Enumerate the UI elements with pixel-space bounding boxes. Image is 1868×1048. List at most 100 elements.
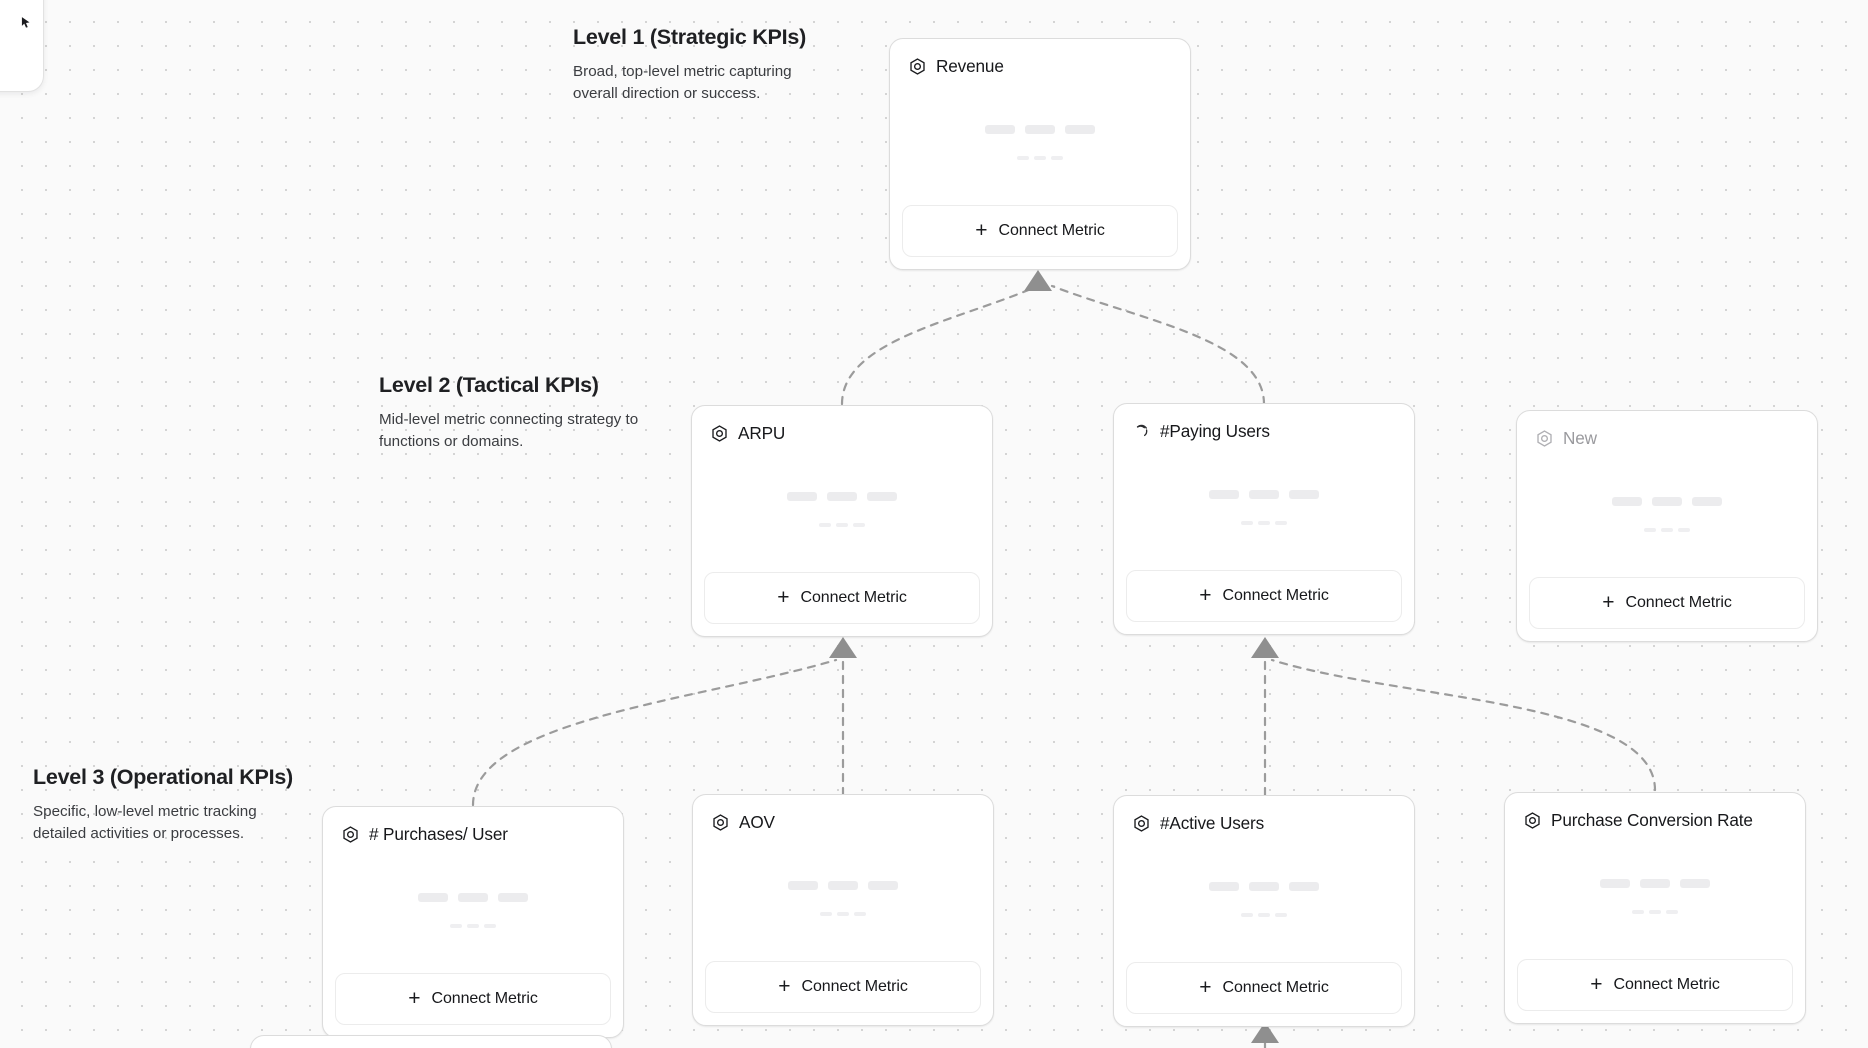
skeleton-bar bbox=[819, 522, 831, 527]
level-2-label-block: Level 2 (Tactical KPIs) Mid-level metric… bbox=[379, 373, 639, 452]
connect-metric-button[interactable]: + Connect Metric bbox=[1126, 962, 1402, 1014]
plus-icon: + bbox=[1602, 590, 1615, 614]
plus-icon: + bbox=[408, 986, 421, 1010]
level-3-label-block: Level 3 (Operational KPIs) Specific, low… bbox=[33, 765, 293, 844]
skeleton-bar bbox=[1289, 881, 1319, 891]
metric-card-new[interactable]: New + Connect Metric bbox=[1516, 410, 1818, 642]
skeleton-bar bbox=[1640, 878, 1670, 888]
connect-metric-button[interactable]: + Connect Metric bbox=[1126, 570, 1402, 622]
card-title: AOV bbox=[739, 812, 775, 832]
card-header: New bbox=[1517, 411, 1817, 449]
connect-metric-label: Connect Metric bbox=[800, 589, 907, 606]
card-skeleton-body bbox=[1505, 831, 1805, 959]
skeleton-bar bbox=[1289, 489, 1319, 499]
skeleton-bar bbox=[467, 923, 479, 928]
skeleton-row-secondary bbox=[820, 911, 866, 916]
skeleton-bar bbox=[1209, 881, 1239, 891]
skeleton-bar bbox=[1275, 520, 1287, 525]
skeleton-bar bbox=[820, 911, 832, 916]
metric-card-aov[interactable]: AOV + Connect Metric bbox=[692, 794, 994, 1026]
skeleton-row-primary bbox=[418, 892, 528, 902]
skeleton-bar bbox=[1249, 489, 1279, 499]
skeleton-bar bbox=[458, 892, 488, 902]
skeleton-bar bbox=[836, 522, 848, 527]
card-header: #Active Users bbox=[1114, 796, 1414, 834]
card-title: Purchase Conversion Rate bbox=[1551, 810, 1753, 830]
plus-icon: + bbox=[1199, 975, 1212, 999]
card-header: #Paying Users bbox=[1114, 404, 1414, 442]
skeleton-row-secondary bbox=[1644, 527, 1690, 532]
connect-metric-label: Connect Metric bbox=[431, 990, 538, 1007]
skeleton-bar bbox=[1249, 881, 1279, 891]
card-skeleton-body bbox=[323, 845, 623, 973]
card-header: ARPU bbox=[692, 406, 992, 444]
connect-metric-button[interactable]: + Connect Metric bbox=[335, 973, 611, 1025]
connect-metric-label: Connect Metric bbox=[998, 222, 1105, 239]
cursor-pointer-icon bbox=[21, 17, 30, 28]
metric-card-partial-offscreen[interactable] bbox=[250, 1035, 612, 1048]
connect-metric-button[interactable]: + Connect Metric bbox=[1517, 959, 1793, 1011]
skeleton-bar bbox=[498, 892, 528, 902]
hexagon-metric-icon bbox=[710, 424, 729, 443]
card-skeleton-body bbox=[1517, 449, 1817, 577]
skeleton-bar bbox=[1612, 496, 1642, 506]
edge-arpu-to-revenue bbox=[840, 284, 1040, 406]
skeleton-row-secondary bbox=[819, 522, 865, 527]
skeleton-bar bbox=[1258, 912, 1270, 917]
level-1-title: Level 1 (Strategic KPIs) bbox=[573, 25, 806, 49]
connect-metric-button[interactable]: + Connect Metric bbox=[902, 205, 1178, 257]
card-title: # Purchases/ User bbox=[369, 824, 508, 844]
skeleton-bar bbox=[837, 911, 849, 916]
skeleton-bar bbox=[787, 491, 817, 501]
metric-card-purchase-conversion-rate[interactable]: Purchase Conversion Rate + Connect Metri… bbox=[1504, 792, 1806, 1024]
skeleton-bar bbox=[1209, 489, 1239, 499]
skeleton-bar bbox=[484, 923, 496, 928]
connect-metric-button[interactable]: + Connect Metric bbox=[704, 572, 980, 624]
skeleton-row-secondary bbox=[450, 923, 496, 928]
card-skeleton-body bbox=[890, 77, 1190, 205]
skeleton-bar bbox=[854, 911, 866, 916]
metric-card-active-users[interactable]: #Active Users + Connect Metric bbox=[1113, 795, 1415, 1027]
plus-icon: + bbox=[975, 218, 988, 242]
metric-card-purchases-per-user[interactable]: # Purchases/ User + Connect Metric bbox=[322, 806, 624, 1038]
skeleton-row-primary bbox=[1209, 489, 1319, 499]
connect-metric-label: Connect Metric bbox=[1613, 976, 1720, 993]
connect-metric-label: Connect Metric bbox=[1222, 979, 1329, 996]
card-skeleton-body bbox=[693, 833, 993, 961]
skeleton-row-secondary bbox=[1241, 912, 1287, 917]
edge-paying-users-to-revenue bbox=[1050, 284, 1266, 406]
skeleton-bar bbox=[1680, 878, 1710, 888]
card-header: Purchase Conversion Rate bbox=[1505, 793, 1805, 831]
level-1-description: Broad, top-level metric capturing overal… bbox=[573, 63, 792, 102]
spinner-loading-icon bbox=[1132, 422, 1151, 441]
connect-metric-button[interactable]: + Connect Metric bbox=[705, 961, 981, 1013]
skeleton-row-secondary bbox=[1632, 909, 1678, 914]
skeleton-row-primary bbox=[1612, 496, 1722, 506]
skeleton-row-primary bbox=[787, 491, 897, 501]
metric-card-paying-users[interactable]: #Paying Users + Connect Metric bbox=[1113, 403, 1415, 635]
connect-metric-button[interactable]: + Connect Metric bbox=[1529, 577, 1805, 629]
skeleton-bar bbox=[827, 491, 857, 501]
level-3-title: Level 3 (Operational KPIs) bbox=[33, 765, 293, 789]
edge-purchases-to-arpu bbox=[471, 658, 838, 807]
skeleton-bar bbox=[1017, 155, 1029, 160]
skeleton-row-primary bbox=[1209, 881, 1319, 891]
hexagon-metric-icon bbox=[1523, 811, 1542, 830]
skeleton-bar bbox=[450, 923, 462, 928]
skeleton-bar bbox=[1666, 909, 1678, 914]
metric-card-arpu[interactable]: ARPU + Connect Metric bbox=[691, 405, 993, 637]
skeleton-row-primary bbox=[1600, 878, 1710, 888]
floating-toolbar-panel[interactable] bbox=[0, 0, 44, 92]
card-header: Revenue bbox=[890, 39, 1190, 77]
metric-card-revenue[interactable]: Revenue + Connect Metric bbox=[889, 38, 1191, 270]
level-2-description: Mid-level metric connecting strategy to … bbox=[379, 411, 639, 450]
skeleton-row-primary bbox=[788, 880, 898, 890]
skeleton-bar bbox=[1034, 155, 1046, 160]
arrowhead-revenue bbox=[1024, 270, 1052, 291]
skeleton-row-secondary bbox=[1241, 520, 1287, 525]
level-3-description: Specific, low-level metric tracking deta… bbox=[33, 803, 257, 842]
skeleton-bar bbox=[985, 124, 1015, 134]
skeleton-bar bbox=[1692, 496, 1722, 506]
skeleton-bar bbox=[867, 491, 897, 501]
